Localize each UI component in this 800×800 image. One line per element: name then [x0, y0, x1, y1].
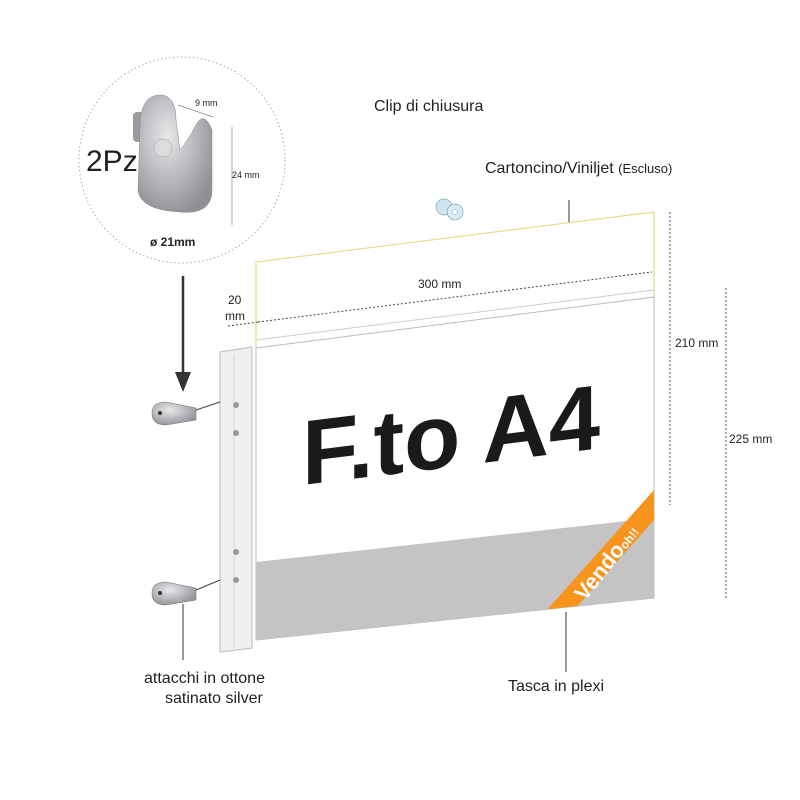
- pocket-label: Tasca in plexi: [508, 678, 605, 695]
- total-height-label: 225 mm: [729, 432, 773, 446]
- detail-height-label: 24 mm: [232, 170, 260, 180]
- logo-ribbon: [545, 490, 654, 612]
- width-label: 300 mm: [418, 277, 462, 291]
- plate-hole: [233, 402, 239, 408]
- plate-hole: [233, 549, 239, 555]
- card-label-text: Cartoncino/Viniljet: [485, 160, 614, 177]
- wall-fitting-icon: [151, 581, 197, 606]
- fitting-detail-image: [133, 94, 213, 213]
- clip-icon: [435, 198, 464, 221]
- clip-label: Clip di chiusura: [374, 98, 484, 115]
- card-note: (Escluso): [618, 161, 673, 176]
- fittings-label-line2: satinato silver: [165, 690, 263, 707]
- margin-unit-label: mm: [225, 309, 245, 323]
- plate-hole: [233, 430, 239, 436]
- gray-band: [256, 518, 654, 640]
- arrow-head-icon: [175, 372, 191, 392]
- wall-fitting-icon: [151, 401, 197, 426]
- detail-diameter-label: ø 21mm: [150, 235, 196, 249]
- plate-hole: [233, 577, 239, 583]
- fittings-label-line1: attacchi in ottone: [144, 670, 265, 687]
- detail-width-label: 9 mm: [195, 98, 218, 108]
- card-outline: [255, 211, 655, 348]
- margin-label: 20: [228, 293, 242, 307]
- card-height-label: 210 mm: [675, 336, 719, 350]
- fitting-pointer: [195, 579, 221, 591]
- pocket-top-edge: [255, 289, 655, 341]
- width-dimension-line: [177, 104, 214, 118]
- back-plate: [219, 346, 253, 653]
- fitting-pointer: [195, 401, 221, 411]
- card-label: Cartoncino/Viniljet (Escluso): [485, 160, 672, 178]
- quantity-label: 2Pz: [86, 145, 138, 178]
- top-margin-dimension: [227, 321, 259, 327]
